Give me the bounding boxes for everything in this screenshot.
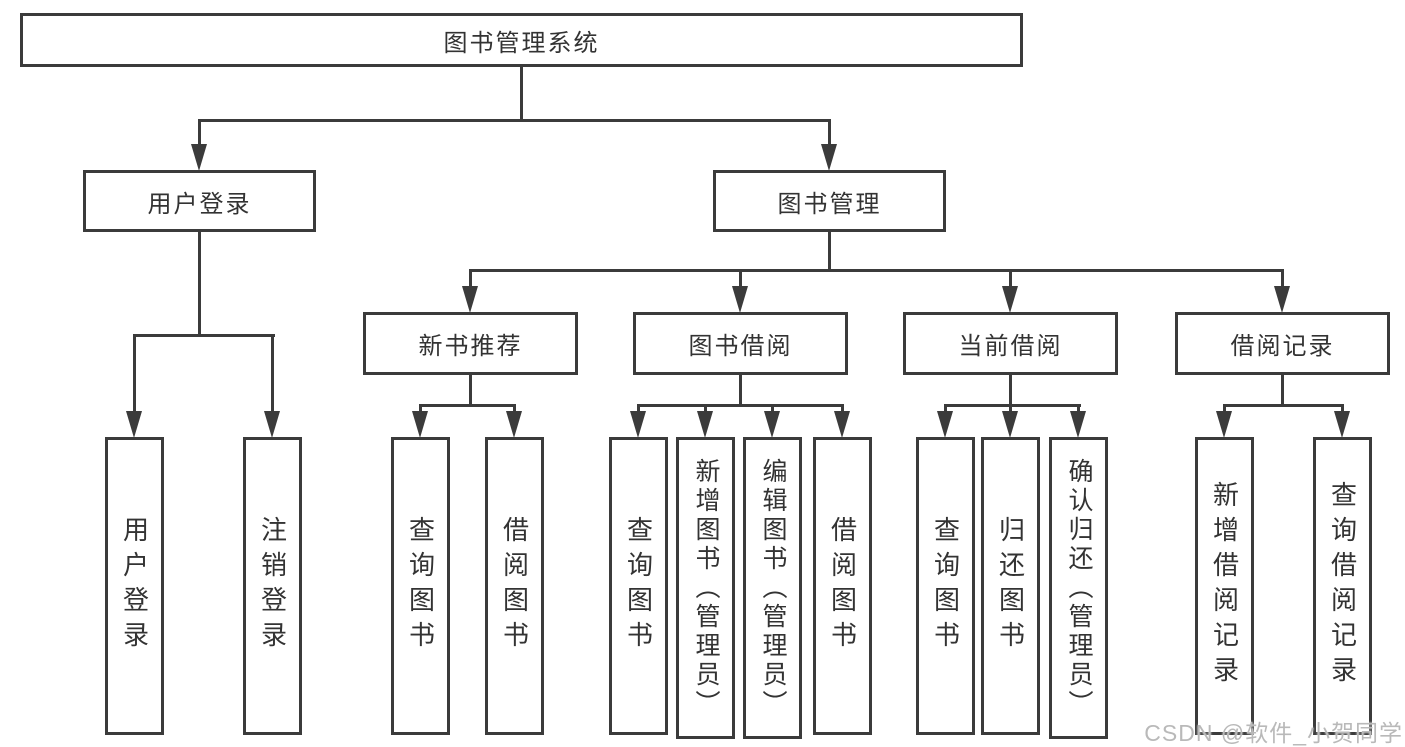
connector-stem (771, 404, 774, 414)
connector-stub (198, 232, 201, 336)
arrow-down-icon (1216, 411, 1232, 438)
leaf-query-books-borrow-label: 查询图书 (623, 516, 654, 656)
connector-stem (469, 269, 472, 288)
node-user-login-label: 用户登录 (147, 190, 252, 218)
connector-stem (1009, 404, 1012, 414)
arrow-down-icon (1334, 411, 1350, 438)
connector-stub (739, 375, 742, 407)
connector-stem (1009, 269, 1012, 288)
arrow-down-icon (1070, 411, 1086, 438)
connector-root-stub (520, 67, 523, 120)
node-root: 图书管理系统 (20, 13, 1023, 67)
leaf-borrow-books-label: 借阅图书 (827, 516, 858, 656)
leaf-borrow-books-recommend-label: 借阅图书 (499, 516, 530, 656)
leaf-confirm-return-admin-label: 确认归还（管理员） (1065, 457, 1093, 719)
node-user-login: 用户登录 (83, 170, 316, 232)
leaf-query-books-current: 查询图书 (916, 437, 975, 735)
arrow-down-icon (764, 411, 780, 438)
node-book-management: 图书管理 (713, 170, 946, 232)
leaf-query-books-recommend: 查询图书 (391, 437, 450, 735)
connector-level1-rail (198, 119, 831, 122)
leaf-borrow-books-recommend: 借阅图书 (485, 437, 544, 735)
node-borrow-records-label: 借阅记录 (1230, 333, 1335, 360)
node-current-borrow: 当前借阅 (903, 312, 1118, 375)
connector-stem (704, 404, 707, 414)
arrow-down-icon (506, 411, 522, 438)
leaf-add-book-admin: 新增图书（管理员） (676, 437, 735, 739)
connector-stem (637, 404, 640, 414)
leaf-logout-label: 注销登录 (257, 516, 288, 656)
leaf-edit-book-admin: 编辑图书（管理员） (743, 437, 802, 739)
connector-stem (944, 404, 947, 414)
node-current-borrow-label: 当前借阅 (958, 333, 1063, 360)
leaf-return-books-label: 归还图书 (995, 516, 1026, 656)
node-book-management-label: 图书管理 (777, 190, 882, 218)
node-book-borrow: 图书借阅 (633, 312, 848, 375)
node-borrow-records: 借阅记录 (1175, 312, 1390, 375)
arrow-down-icon (191, 144, 207, 171)
arrow-down-icon (1002, 411, 1018, 438)
connector-rail (1223, 404, 1344, 407)
connector-stub (1009, 375, 1012, 407)
connector-stem (1281, 269, 1284, 288)
arrow-down-icon (732, 286, 748, 313)
watermark: CSDN @软件_小贺同学 (1144, 720, 1403, 746)
connector-rail (133, 334, 275, 337)
connector-rail (637, 404, 844, 407)
arrow-down-icon (462, 286, 478, 313)
leaf-edit-book-admin-label: 编辑图书（管理员） (759, 457, 787, 719)
connector-stem (828, 119, 831, 147)
connector-stub (1281, 375, 1284, 407)
arrow-down-icon (697, 411, 713, 438)
node-root-label: 图书管理系统 (443, 29, 600, 57)
leaf-borrow-books: 借阅图书 (813, 437, 872, 735)
connector-rail (469, 269, 1284, 272)
connector-stem (133, 334, 136, 413)
leaf-query-borrow-record: 查询借阅记录 (1313, 437, 1372, 735)
arrow-down-icon (412, 411, 428, 438)
arrow-down-icon (937, 411, 953, 438)
arrow-down-icon (264, 411, 280, 438)
leaf-add-book-admin-label: 新增图书（管理员） (692, 457, 720, 719)
leaf-add-borrow-record-label: 新增借阅记录 (1209, 481, 1240, 691)
connector-rail (419, 404, 516, 407)
arrow-down-icon (630, 411, 646, 438)
connector-stem (271, 334, 274, 413)
node-book-borrow-label: 图书借阅 (688, 333, 793, 360)
connector-stub (828, 232, 831, 272)
connector-stem (841, 404, 844, 414)
connector-stem (513, 404, 516, 414)
leaf-user-login-label: 用户登录 (119, 516, 150, 656)
leaf-query-books-recommend-label: 查询图书 (405, 516, 436, 656)
connector-stub (469, 375, 472, 407)
leaf-user-login: 用户登录 (105, 437, 164, 735)
leaf-query-books-borrow: 查询图书 (609, 437, 668, 735)
connector-stem (1223, 404, 1226, 414)
arrow-down-icon (834, 411, 850, 438)
leaf-query-books-current-label: 查询图书 (930, 516, 961, 656)
connector-stem (419, 404, 422, 414)
leaf-return-books: 归还图书 (981, 437, 1040, 735)
arrow-down-icon (126, 411, 142, 438)
leaf-logout: 注销登录 (243, 437, 302, 735)
connector-stem (198, 119, 201, 147)
arrow-down-icon (1274, 286, 1290, 313)
arrow-down-icon (821, 144, 837, 171)
node-new-book-recommend: 新书推荐 (363, 312, 578, 375)
arrow-down-icon (1002, 286, 1018, 313)
connector-stem (1341, 404, 1344, 414)
leaf-add-borrow-record: 新增借阅记录 (1195, 437, 1254, 735)
node-new-book-recommend-label: 新书推荐 (418, 333, 523, 360)
connector-stem (1077, 404, 1080, 414)
connector-stem (739, 269, 742, 288)
connector-rail (944, 404, 1081, 407)
leaf-confirm-return-admin: 确认归还（管理员） (1049, 437, 1108, 739)
leaf-query-borrow-record-label: 查询借阅记录 (1327, 481, 1358, 691)
